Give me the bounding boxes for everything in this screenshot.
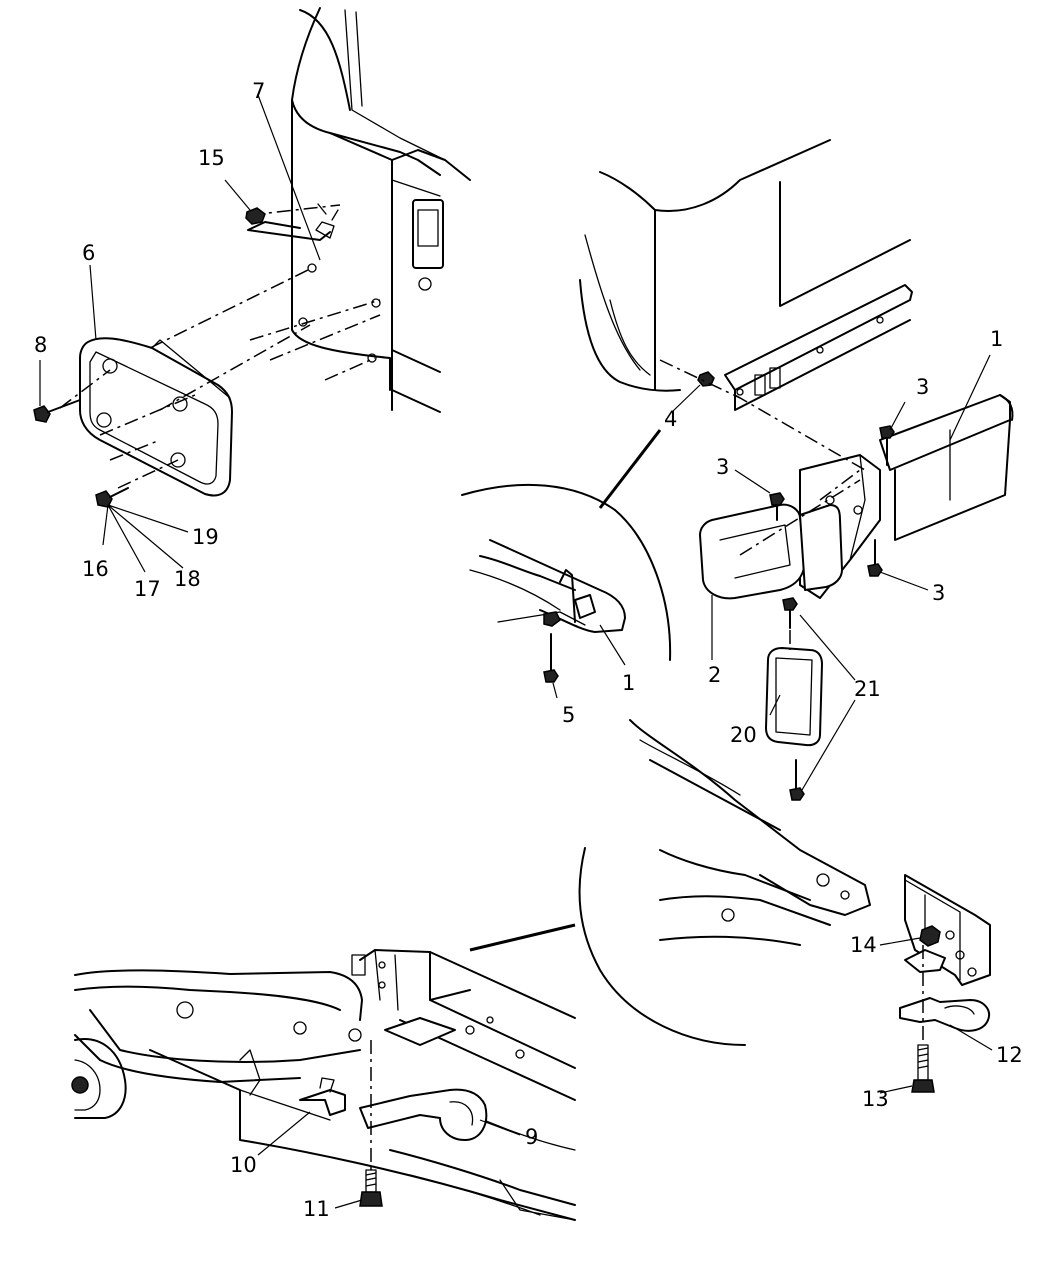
tow-hook-9 xyxy=(359,1088,488,1141)
bumper-dash-lines xyxy=(659,359,866,556)
callout-9: 9 xyxy=(525,1125,538,1149)
bracket-10 xyxy=(299,1077,346,1116)
callout-1b: 1 xyxy=(622,671,635,695)
bolt-11 xyxy=(359,1040,383,1207)
callout-8: 8 xyxy=(34,333,47,357)
reflector-screws-21 xyxy=(782,597,805,801)
rear-body-panel-right xyxy=(579,139,911,392)
mounting-bracket-7 xyxy=(247,204,341,241)
callout-17: 17 xyxy=(134,577,161,601)
tow-hook-12 xyxy=(899,997,990,1032)
lamp-screw-8 xyxy=(33,399,81,423)
callout-numbers: 1 1 2 3 3 3 4 5 6 7 8 9 10 11 12 13 14 1… xyxy=(34,79,1023,1221)
callout-21: 21 xyxy=(854,677,881,701)
lamp-screw-16 xyxy=(95,487,129,508)
callout-18: 18 xyxy=(174,567,201,591)
callout-14: 14 xyxy=(850,933,877,957)
callout-6: 6 xyxy=(82,241,95,265)
callout-3b: 3 xyxy=(716,455,729,479)
callout-20: 20 xyxy=(730,723,757,747)
tail-lamp-assembly xyxy=(79,337,233,497)
callout-2: 2 xyxy=(708,663,721,687)
nut-14 xyxy=(919,925,941,947)
callout-13: 13 xyxy=(862,1087,889,1111)
callout-7: 7 xyxy=(252,79,265,103)
callout-12: 12 xyxy=(996,1043,1023,1067)
bumper-frame-rail xyxy=(724,284,913,411)
callout-19: 19 xyxy=(192,525,219,549)
bolt-13 xyxy=(911,945,935,1093)
callout-11: 11 xyxy=(303,1197,330,1221)
lamp-dash-lines xyxy=(59,267,381,489)
callout-10: 10 xyxy=(230,1153,257,1177)
bumper-bar-1 xyxy=(879,394,1014,541)
callout-3a: 3 xyxy=(916,375,929,399)
tow-hook-bracket xyxy=(904,874,991,986)
frame-underside xyxy=(74,923,576,1101)
detail-circle-top xyxy=(461,429,672,683)
bumper-end-cap-2 xyxy=(699,503,843,600)
callout-3c: 3 xyxy=(932,581,945,605)
detail-circle-right xyxy=(578,719,871,1046)
callout-16: 16 xyxy=(82,557,109,581)
callout-5: 5 xyxy=(562,703,575,727)
callout-15: 15 xyxy=(198,146,225,170)
leader-lines xyxy=(39,94,993,1209)
spare-tire xyxy=(71,1038,127,1119)
callout-4: 4 xyxy=(664,407,677,431)
reflector-20 xyxy=(765,647,823,747)
rear-body-corner xyxy=(291,7,471,413)
callout-1a: 1 xyxy=(990,327,1003,351)
nut-15 xyxy=(245,207,266,225)
